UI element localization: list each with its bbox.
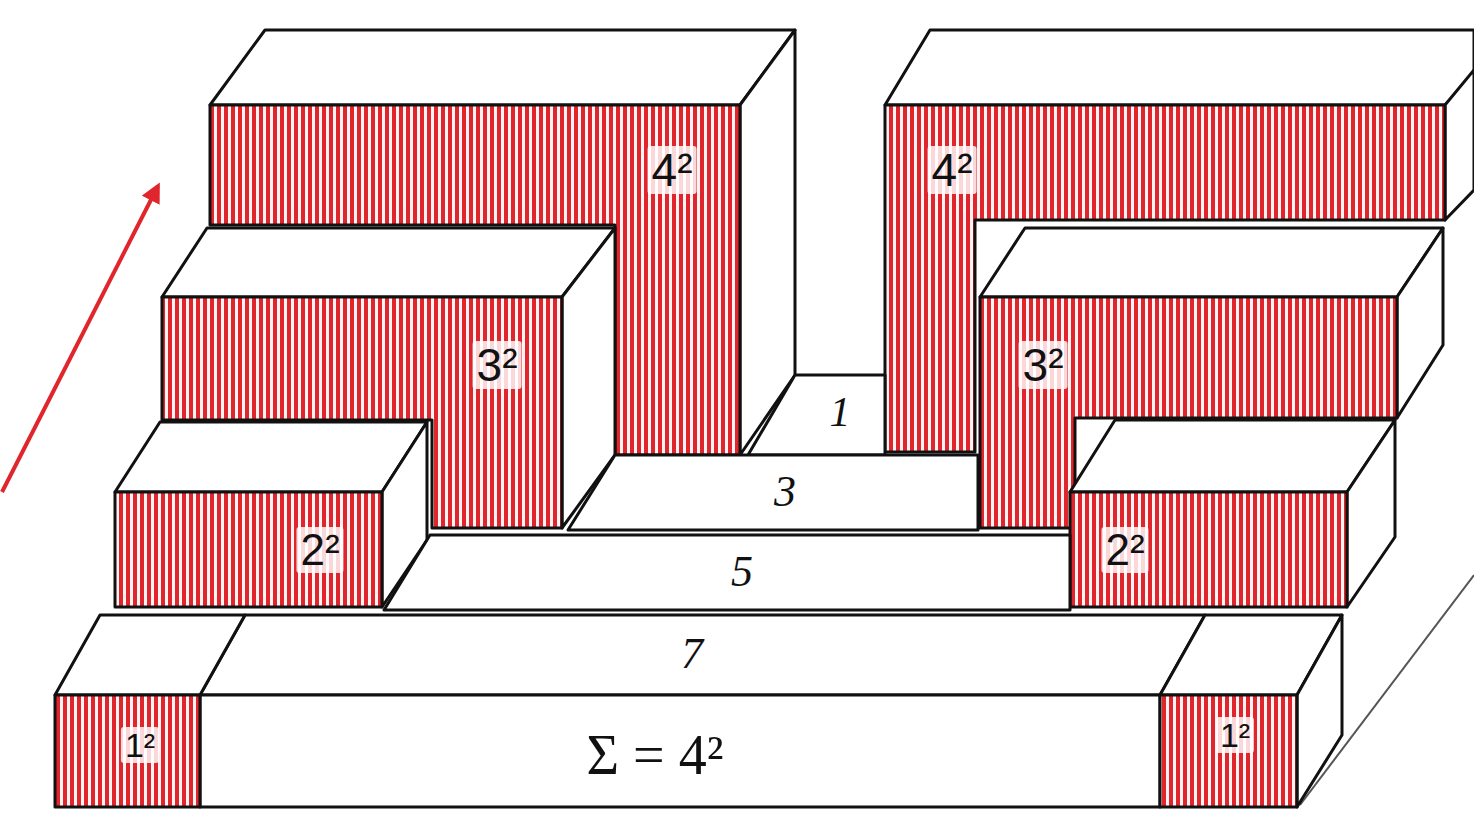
step-1 xyxy=(748,375,885,455)
block-face: 7 xyxy=(677,631,707,677)
block-face: 4² xyxy=(648,146,697,194)
block-face: 1² xyxy=(1216,717,1254,753)
base-slab xyxy=(200,615,1205,807)
square-label: 1² xyxy=(121,727,159,763)
square-label: 1² xyxy=(1216,717,1254,753)
square-label: 2² xyxy=(296,527,343,573)
unit-square-left xyxy=(55,615,245,807)
gnomon-2-left xyxy=(115,422,427,607)
block-face: 3 xyxy=(770,469,800,515)
square-label: 4² xyxy=(648,146,697,194)
block-face: 1 xyxy=(826,390,855,434)
block-face: 2² xyxy=(296,527,343,573)
block-face: 3² xyxy=(473,341,522,389)
unit-square-right xyxy=(1160,615,1342,807)
square-label: 4² xyxy=(928,146,977,194)
block-face: 3² xyxy=(1019,341,1068,389)
square-label: 3² xyxy=(1019,341,1068,389)
block-face: 2² xyxy=(1101,527,1148,573)
step-3 xyxy=(568,455,978,530)
square-label: 2² xyxy=(1101,527,1148,573)
direction-arrow xyxy=(2,186,158,492)
block-face: Σ = 4² xyxy=(583,726,728,784)
block-face: 5 xyxy=(727,549,757,595)
odd-number: 7 xyxy=(677,631,707,677)
block-face: 4² xyxy=(928,146,977,194)
block-face: 1² xyxy=(121,727,159,763)
odd-number: 1 xyxy=(826,390,855,434)
odd-number: 5 xyxy=(727,549,757,595)
step-5 xyxy=(384,535,1070,610)
sum-formula: Σ = 4² xyxy=(583,726,728,784)
gnomon-2-right xyxy=(1070,420,1395,607)
square-label: 3² xyxy=(473,341,522,389)
odd-number: 3 xyxy=(770,469,800,515)
